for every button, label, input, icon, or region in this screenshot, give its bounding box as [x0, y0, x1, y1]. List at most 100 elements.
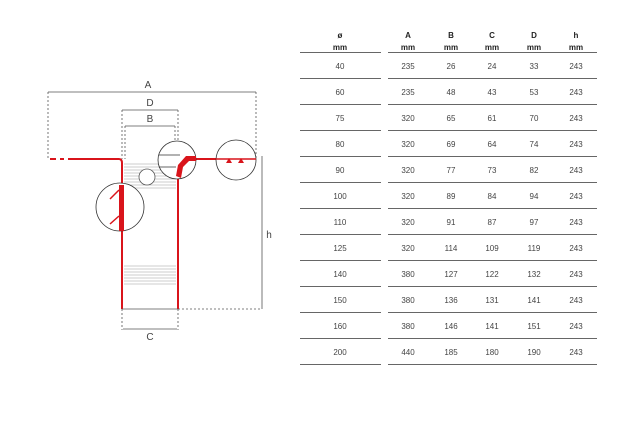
collar-detail-magnifier — [157, 140, 197, 180]
table-cell: 243 — [569, 140, 583, 149]
column-unit: mm — [568, 43, 584, 52]
table-cell: 243 — [569, 296, 583, 305]
column-unit: mm — [526, 43, 542, 52]
divider — [388, 364, 597, 365]
column-unit: mm — [484, 43, 500, 52]
table-cell: 243 — [569, 62, 583, 71]
column-name: h — [573, 31, 579, 40]
divider — [300, 78, 381, 79]
table-cell: 243 — [569, 88, 583, 97]
table-cell: 65 — [446, 114, 456, 123]
table-cell: 150 — [333, 296, 347, 305]
column-unit: mm — [443, 43, 459, 52]
table-cell: 243 — [569, 244, 583, 253]
column-unit: mm — [332, 43, 348, 52]
divider — [300, 260, 381, 261]
divider — [388, 208, 597, 209]
table-cell: 73 — [487, 166, 497, 175]
table-cell: 380 — [401, 296, 415, 305]
divider — [300, 234, 381, 235]
divider — [388, 52, 597, 53]
wall-detail-magnifier — [95, 182, 145, 232]
divider — [300, 208, 381, 209]
table-cell: 180 — [485, 348, 499, 357]
table-cell: 243 — [569, 166, 583, 175]
column-name: C — [489, 31, 495, 40]
table-cell: 141 — [485, 322, 499, 331]
table-cell: 243 — [569, 218, 583, 227]
table-row: 110 320 91 87 97 243 — [300, 209, 600, 235]
divider — [300, 312, 381, 313]
divider — [388, 130, 597, 131]
table-cell: 53 — [529, 88, 539, 97]
table-cell: 91 — [446, 218, 456, 227]
column-name: ø — [337, 31, 343, 40]
table-cell: 24 — [487, 62, 497, 71]
table-cell: 320 — [401, 192, 415, 201]
table-cell: 84 — [487, 192, 497, 201]
divider — [300, 286, 381, 287]
divider — [388, 182, 597, 183]
table-cell: 60 — [335, 88, 345, 97]
divider — [388, 338, 597, 339]
table-cell: 131 — [485, 296, 499, 305]
table-cell: 94 — [529, 192, 539, 201]
table-cell: 48 — [446, 88, 456, 97]
divider — [300, 52, 381, 53]
divider — [388, 260, 597, 261]
dimension-guides — [47, 92, 262, 330]
table-cell: 89 — [446, 192, 456, 201]
divider — [388, 312, 597, 313]
table-cell: 90 — [335, 166, 345, 175]
table-cell: 320 — [401, 244, 415, 253]
table-cell: 243 — [569, 322, 583, 331]
column-name: B — [448, 31, 454, 40]
table-cell: 119 — [527, 244, 541, 253]
table-cell: 110 — [333, 218, 347, 227]
label-b: B — [147, 114, 154, 125]
table-cell: 132 — [527, 270, 541, 279]
label-h: h — [266, 230, 272, 241]
table-cell: 43 — [487, 88, 497, 97]
label-d: D — [146, 98, 153, 109]
table-cell: 114 — [444, 244, 458, 253]
seal-detail-circle — [138, 168, 156, 186]
divider — [388, 156, 597, 157]
table-cell: 190 — [527, 348, 541, 357]
table-cell: 146 — [444, 322, 458, 331]
divider — [300, 364, 381, 365]
table-cell: 243 — [569, 192, 583, 201]
table-cell: 97 — [529, 218, 539, 227]
table-cell: 109 — [485, 244, 499, 253]
table-cell: 320 — [401, 218, 415, 227]
table-cell: 380 — [401, 270, 415, 279]
table-cell: 122 — [485, 270, 499, 279]
divider — [388, 234, 597, 235]
table-cell: 160 — [333, 322, 347, 331]
table-cell: 80 — [335, 140, 345, 149]
table-cell: 69 — [446, 140, 456, 149]
label-a: A — [145, 80, 152, 91]
table-cell: 87 — [487, 218, 497, 227]
table-cell: 200 — [333, 348, 347, 357]
divider — [388, 78, 597, 79]
table-cell: 77 — [446, 166, 456, 175]
table-cell: 320 — [401, 166, 415, 175]
column-header: ø mm — [320, 30, 360, 54]
table-cell: 40 — [335, 62, 345, 71]
lip-detail-magnifier — [215, 139, 257, 181]
table-cell: 151 — [527, 322, 541, 331]
column-header: h mm — [556, 30, 596, 54]
